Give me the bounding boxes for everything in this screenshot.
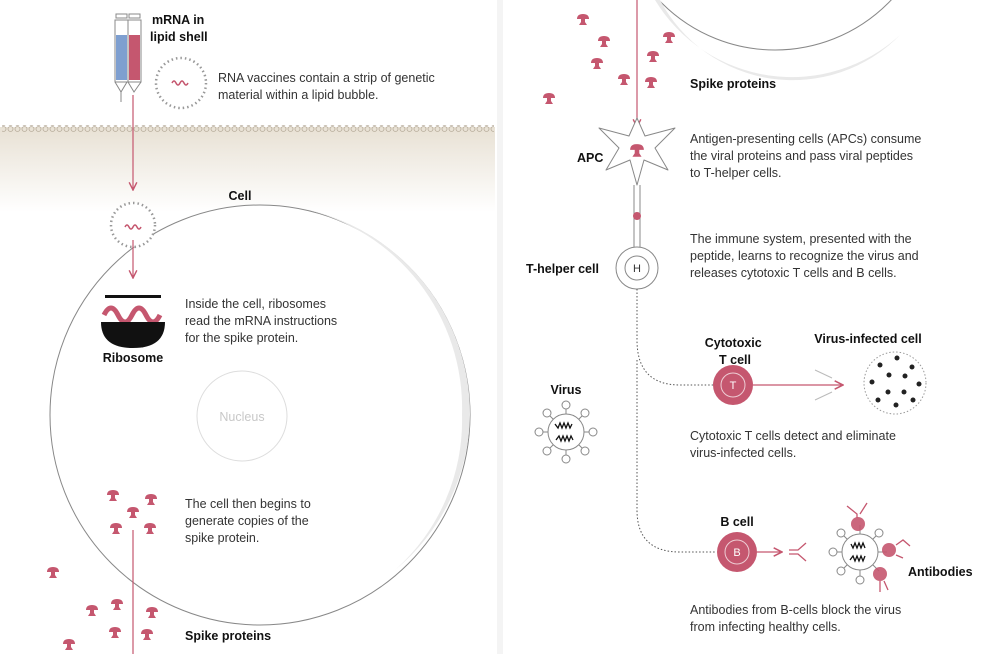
spike-protein-icon <box>63 639 75 650</box>
spike-protein-icon <box>647 51 659 62</box>
t-helper-label: T-helper cell <box>526 262 599 276</box>
cell-label: Cell <box>229 189 252 203</box>
t-helper-cell-icon: H <box>615 246 659 290</box>
spike-proteins-scattered <box>543 14 675 104</box>
skin-layer <box>0 127 495 212</box>
spike-protein-icon <box>146 607 158 618</box>
ribosome-label: Ribosome <box>103 351 163 365</box>
spike-protein-icon <box>577 14 589 25</box>
t-helper-description: The immune system, presented with the pe… <box>690 232 922 280</box>
apc-description: Antigen-presenting cells (APCs) consume … <box>690 132 925 180</box>
copies-description: The cell then begins to generate copies … <box>185 497 314 545</box>
syringe-icon <box>114 13 142 102</box>
svg-text:B: B <box>733 547 740 559</box>
spike-proteins-label: Spike proteins <box>185 629 271 643</box>
spike-protein-icon <box>645 77 657 88</box>
apc-label: APC <box>577 151 603 165</box>
virus-with-antibodies-icon <box>828 502 911 592</box>
spike-protein-icon <box>598 36 610 47</box>
virus-infected-cell-icon <box>814 351 927 415</box>
syringe-label: mRNA in lipid shell <box>150 13 208 44</box>
ribosome-description: Inside the cell, ribosomes read the mRNA… <box>185 297 341 345</box>
cytotoxic-t-cell-label: Cytotoxic T cell <box>705 336 765 367</box>
spike-proteins-label: Spike proteins <box>690 77 776 91</box>
virus-icon <box>534 400 598 464</box>
spike-protein-icon <box>618 74 630 85</box>
apc-icon <box>598 117 676 262</box>
lipid-bubble-entering-icon <box>109 201 157 249</box>
nucleus-label: Nucleus <box>219 410 264 424</box>
nucleus <box>196 370 288 462</box>
spike-protein-icon <box>543 93 555 104</box>
spike-protein-icon <box>86 605 98 616</box>
spike-protein-icon <box>591 58 603 69</box>
spike-protein-icon <box>141 629 153 640</box>
right-panel: Spike proteins APC Antigen-presenting ce… <box>526 0 973 634</box>
cytotoxic-description: Cytotoxic T cells detect and eliminate v… <box>690 429 899 460</box>
bubble-description: RNA vaccines contain a strip of genetic … <box>218 71 438 102</box>
virus-label: Virus <box>550 383 581 397</box>
skin-membrane <box>2 125 494 132</box>
spike-protein-icon <box>109 627 121 638</box>
spike-protein-icon <box>663 32 675 43</box>
cytotoxic-t-cell-icon: T <box>713 365 753 405</box>
spike-protein-icon <box>47 567 59 578</box>
ribosome-icon <box>101 295 165 348</box>
left-panel: mRNA in lipid shell RNA vaccines contain… <box>0 13 495 654</box>
panel-divider <box>497 0 503 654</box>
cell-membrane <box>658 0 892 51</box>
spike-protein-icon <box>111 599 123 610</box>
antibody-icon <box>789 542 807 562</box>
virus-infected-cell-label: Virus-infected cell <box>814 332 921 346</box>
lipid-bubble-icon <box>154 56 208 110</box>
antibodies-description: Antibodies from B-cells block the virus … <box>690 603 905 634</box>
antibodies-label: Antibodies <box>908 565 973 579</box>
b-cell-icon: B <box>717 532 757 572</box>
svg-text:T: T <box>730 380 737 392</box>
svg-text:H: H <box>633 263 641 275</box>
differentiation-path <box>636 289 716 553</box>
b-cell-label: B cell <box>720 515 753 529</box>
